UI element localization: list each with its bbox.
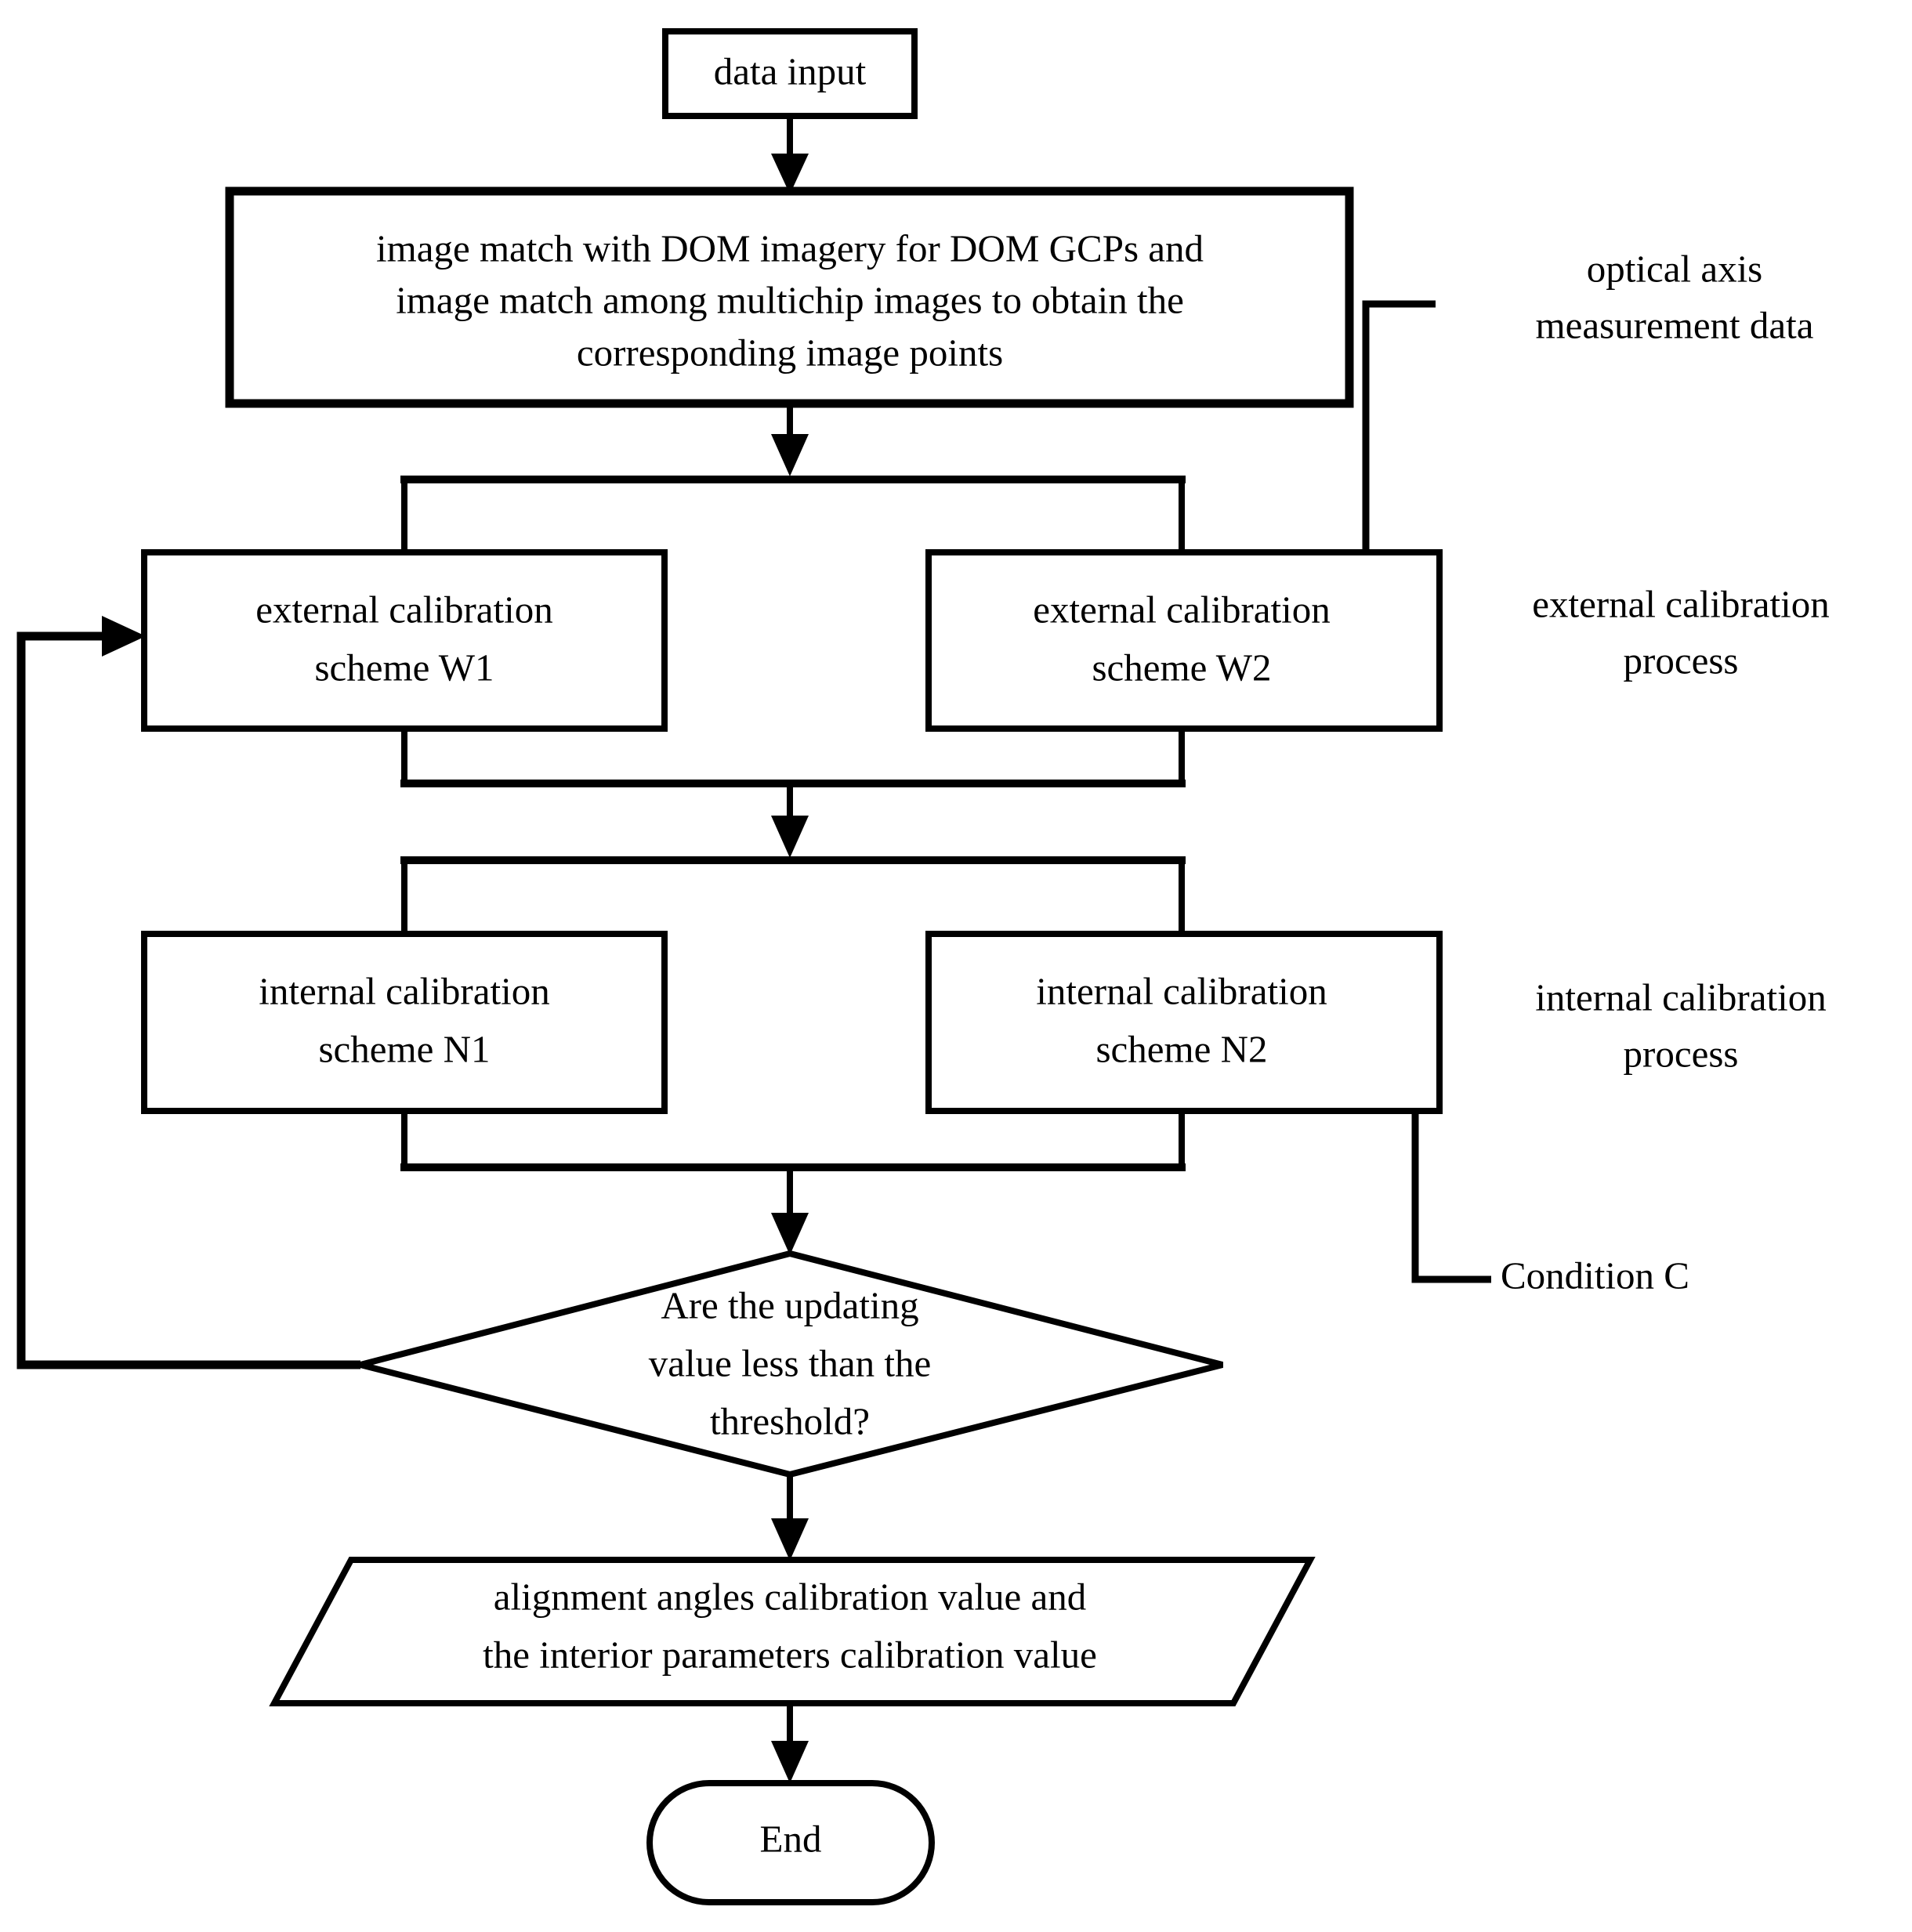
node-internal-n2-line1: internal calibration [1036, 969, 1327, 1012]
node-decision-line2: value less than the [649, 1341, 932, 1384]
connector-internal-split-bar [400, 856, 1186, 934]
annotation-condition-c-label: Condition C [1501, 1254, 1689, 1297]
annotation-internal-process-line2: process [1624, 1032, 1739, 1075]
annotation-external-process-line2: process [1624, 639, 1739, 682]
annotation-internal-process-line1: internal calibration [1535, 975, 1826, 1018]
node-image-match-line1: image match with DOM imagery for DOM GCP… [376, 226, 1204, 270]
node-decision-line3: threshold? [710, 1399, 870, 1442]
connector-decision-to-output [771, 1474, 809, 1561]
connector-input-to-match [771, 116, 809, 194]
node-external-w1-line1: external calibration [255, 588, 553, 631]
connector-external-split-bar [400, 476, 1186, 552]
node-data-input[interactable] [662, 28, 918, 119]
annotation-external-process-line1: external calibration [1532, 582, 1830, 625]
connector-condition-c-label [1411, 1111, 1491, 1283]
connector-match-to-external-split [771, 403, 809, 476]
node-output-line1: alignment angles calibration value and [494, 1575, 1087, 1618]
node-decision-diamond[interactable] [359, 1250, 1223, 1478]
node-internal-n1-line2: scheme N1 [318, 1027, 490, 1070]
node-internal-n2[interactable] [925, 931, 1443, 1114]
annotation-optical-axis-line1: optical axis [1587, 247, 1763, 290]
connector-output-to-end [771, 1703, 809, 1783]
node-internal-n2-line2: scheme N2 [1095, 1027, 1267, 1070]
node-end-terminator[interactable] [646, 1780, 935, 1905]
node-internal-n1-line1: internal calibration [259, 969, 549, 1012]
annotation-optical-axis-line2: measurement data [1535, 303, 1813, 346]
node-external-w2[interactable] [925, 549, 1443, 732]
node-output-line2: the interior parameters calibration valu… [483, 1633, 1097, 1676]
connector-internal-to-decision [771, 1167, 809, 1255]
connector-internal-merge-bar [400, 1111, 1186, 1171]
connector-feedback-loop [16, 616, 360, 1369]
node-data-input-label: data input [714, 49, 867, 92]
node-decision-line1: Are the updating [661, 1283, 918, 1326]
connector-external-to-internal [771, 783, 809, 858]
node-internal-n1[interactable] [141, 931, 668, 1114]
node-external-w2-line2: scheme W2 [1092, 646, 1271, 689]
node-image-match-line3: corresponding image points [577, 331, 1003, 374]
connector-external-merge-bar [400, 729, 1186, 787]
node-image-match[interactable] [225, 186, 1354, 408]
connector-optical-axis-label [1362, 300, 1436, 552]
node-external-w1-line2: scheme W1 [314, 646, 494, 689]
node-end-label: End [760, 1817, 822, 1860]
node-external-w1[interactable] [141, 549, 668, 732]
node-external-w2-line1: external calibration [1033, 588, 1331, 631]
node-output-parallelogram[interactable] [269, 1557, 1316, 1706]
node-image-match-line2: image match among multichip images to ob… [396, 278, 1184, 321]
